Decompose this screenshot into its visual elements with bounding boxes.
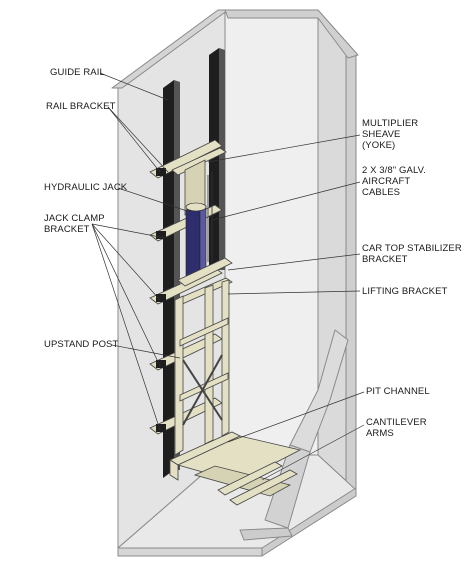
label-guide-rail: GUIDE RAIL [50, 67, 105, 78]
label-car-top-stabilizer: CAR TOP STABILIZER BRACKET [362, 243, 462, 265]
label-multiplier-sheave: MULTIPLIER SHEAVE (YOKE) [362, 118, 419, 151]
label-aircraft-cables: 2 X 3/8" GALV. AIRCRAFT CABLES [362, 165, 426, 198]
label-cantilever-arms: CANTILEVER ARMS [366, 417, 427, 439]
aircraft-cables [207, 172, 213, 262]
label-upstand-post: UPSTAND POST [44, 339, 119, 350]
label-lifting-bracket: LIFTING BRACKET [362, 286, 448, 297]
hydraulic-jack [185, 202, 207, 282]
label-jack-clamp-bracket: JACK CLAMP BRACKET [44, 213, 105, 235]
pit-frame [169, 431, 302, 506]
label-rail-bracket: RAIL BRACKET [46, 101, 116, 112]
leader-lines [91, 72, 365, 481]
label-hydraulic-jack: HYDRAULIC JACK [44, 182, 128, 193]
upstand-frame [174, 279, 230, 456]
label-pit-channel: PIT CHANNEL [366, 386, 430, 397]
multiplier-sheave [171, 147, 227, 216]
